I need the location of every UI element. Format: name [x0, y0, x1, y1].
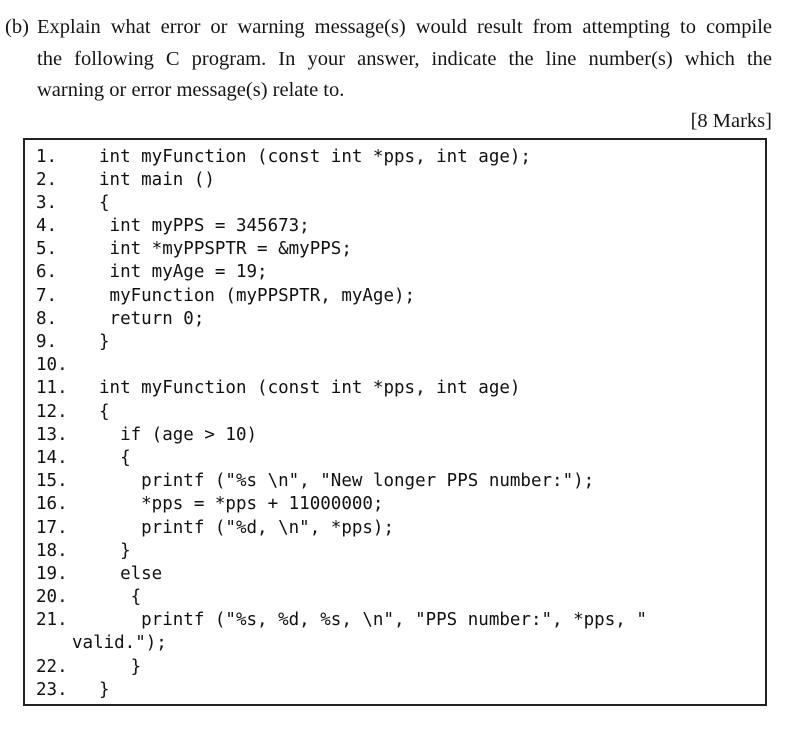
code-text: {: [99, 447, 131, 468]
code-line: 18. }: [36, 540, 765, 563]
code-text: else: [99, 563, 163, 584]
code-line: 21. printf ("%s, %d, %s, \n", "PPS numbe…: [36, 609, 765, 632]
code-line: 1. int myFunction (const int *pps, int ag…: [36, 146, 765, 169]
line-number: 21.: [36, 610, 68, 631]
code-line: 13. if (age > 10): [36, 424, 765, 447]
code-text: printf ("%s \n", "New longer PPS number:…: [99, 471, 595, 492]
question-line-3: warning or error message(s) relate to.: [37, 79, 345, 101]
line-number: 18.: [36, 540, 68, 561]
code-text: *pps = *pps + 11000000;: [99, 494, 384, 515]
code-text: {: [99, 192, 110, 213]
exam-question-page: { "question": { "label": "(b)", "lines":…: [0, 12, 794, 736]
code-line: 14. {: [36, 447, 765, 470]
code-text: int myPPS = 345673;: [99, 216, 310, 237]
line-number: 6.: [36, 262, 58, 283]
line-number: 7.: [36, 285, 58, 306]
code-text: }: [99, 679, 110, 700]
line-number: 10.: [36, 355, 68, 376]
line-number: 17.: [36, 517, 68, 538]
code-text: }: [99, 332, 110, 352]
code-text: int myAge = 19;: [99, 262, 268, 283]
line-number: 5.: [36, 239, 58, 260]
code-line: 4. int myPPS = 345673;: [36, 215, 765, 238]
line-number: 15.: [36, 471, 68, 492]
code-line: 15. printf ("%s \n", "New longer PPS num…: [36, 470, 765, 493]
code-line: 11. int myFunction (const int *pps, int a…: [36, 377, 765, 400]
code-text: int main (): [99, 169, 215, 190]
code-line: valid.");: [36, 632, 765, 655]
code-lines: 1. int myFunction (const int *pps, int ag…: [36, 146, 765, 703]
line-number: 23.: [36, 679, 68, 700]
code-text: {: [99, 401, 110, 422]
code-text: return 0;: [99, 308, 205, 329]
code-line: 16. *pps = *pps + 11000000;: [36, 493, 765, 516]
code-line: 9.}: [36, 331, 765, 354]
question-line-1: Explain what error or warning message(s)…: [37, 16, 772, 38]
code-text: }: [99, 540, 131, 561]
code-text: }: [99, 656, 142, 677]
code-text: int myFunction (const int *pps, int age)…: [99, 146, 531, 167]
line-number: 14.: [36, 447, 68, 468]
code-line: 17. printf ("%d, \n", *pps);: [36, 517, 765, 540]
question-paragraph: (b) Explain what error or warning messag…: [5, 12, 772, 107]
line-number: 2.: [36, 169, 58, 190]
line-number: 11.: [36, 378, 68, 399]
question-line-2: the following C program. In your answer,…: [37, 47, 772, 70]
code-line: 5. int *myPPSPTR = &myPPS;: [36, 238, 765, 261]
code-text: printf ("%s, %d, %s, \n", "PPS number:",…: [99, 610, 647, 631]
question-label: (b): [5, 16, 29, 38]
code-line: 12. {: [36, 401, 765, 424]
code-line: 19. else: [36, 563, 765, 586]
code-line: 22. }: [36, 656, 765, 679]
code-text: int myFunction (const int *pps, int age): [99, 378, 521, 399]
line-number: 3.: [36, 192, 58, 213]
line-number: 4.: [36, 216, 58, 237]
code-line: 10.: [36, 354, 765, 377]
line-number: 19.: [36, 563, 68, 584]
marks-label: [8 Marks]: [690, 109, 772, 132]
code-line: 8. return 0;: [36, 308, 765, 331]
code-line: 23.}: [36, 679, 765, 702]
line-number: 8.: [36, 308, 58, 329]
code-line: 2. int main (): [36, 169, 765, 192]
line-number: 12.: [36, 401, 68, 422]
code-line: 7. myFunction (myPPSPTR, myAge);: [36, 285, 765, 308]
code-listing-box: 1. int myFunction (const int *pps, int ag…: [23, 137, 767, 706]
code-line: 20. {: [36, 586, 765, 609]
code-text: myFunction (myPPSPTR, myAge);: [99, 285, 416, 306]
line-number: 20.: [36, 587, 68, 608]
line-number: 9.: [36, 332, 58, 352]
code-text: if (age > 10): [99, 424, 258, 445]
code-line: 6. int myAge = 19;: [36, 261, 765, 284]
line-number: 13.: [36, 424, 68, 445]
code-line: 3. {: [36, 192, 765, 215]
code-text: printf ("%d, \n", *pps);: [99, 517, 395, 538]
code-text: int *myPPSPTR = &myPPS;: [99, 239, 352, 260]
code-text: {: [99, 587, 142, 608]
line-number: 1.: [36, 146, 58, 167]
line-number: 16.: [36, 494, 68, 515]
code-text: valid.");: [72, 633, 167, 654]
line-number: 22.: [36, 656, 68, 677]
